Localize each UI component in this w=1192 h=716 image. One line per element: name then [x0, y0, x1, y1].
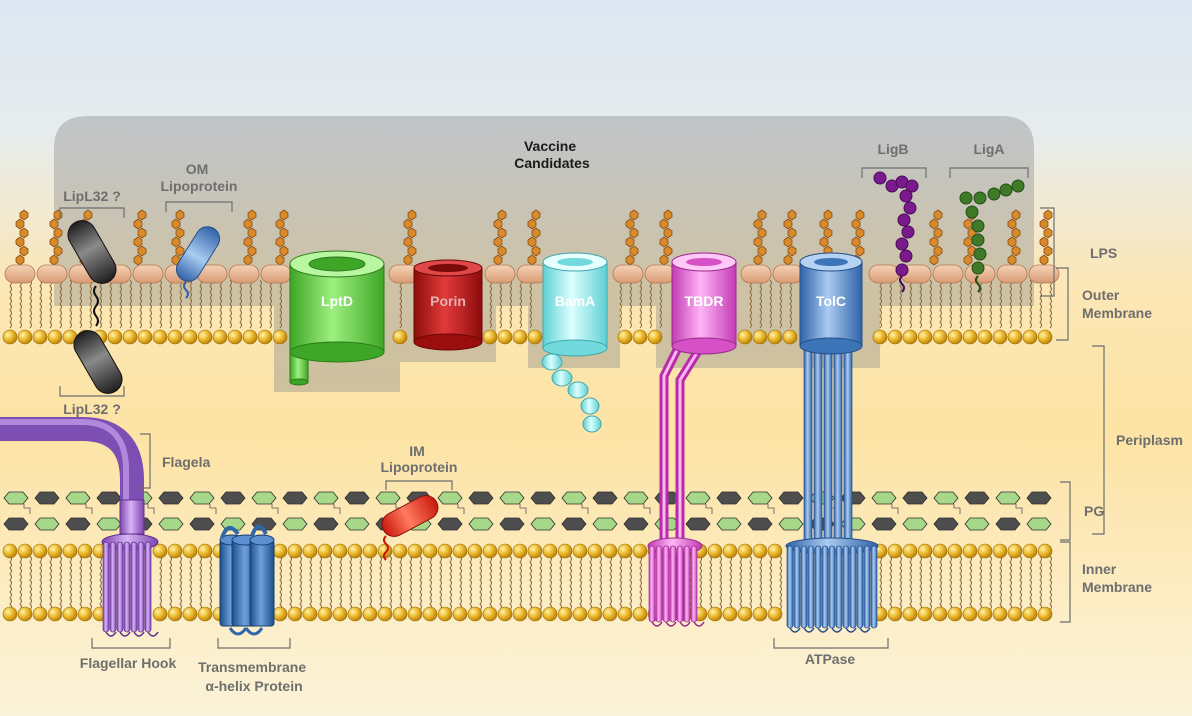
liga-label: LigA: [973, 141, 1004, 157]
ligb-protein: [873, 171, 919, 293]
transmembrane-alpha-helix-protein: [219, 524, 275, 636]
tolc-protein: TolC: [799, 252, 863, 547]
tbdr-protein: TBDR: [659, 252, 737, 620]
porin-label: Porin: [430, 293, 466, 309]
transmembrane-label: Transmembrane α-helix Protein: [198, 659, 310, 694]
flagellar-hook: [101, 533, 159, 637]
im-lipoprotein: [381, 495, 439, 561]
annotation-brackets: [59, 167, 1105, 649]
lipl32-bottom-label: LipL32 ?: [63, 401, 121, 417]
lipl32-protein-top: [67, 220, 117, 327]
lptd-label: LptD: [321, 293, 353, 309]
im-lipoprotein-label: IM Lipoprotein: [381, 443, 458, 475]
ligb-label: LigB: [877, 141, 908, 157]
outer-membrane-lipid-tails: [9, 279, 1052, 329]
bama-protein: BamA: [541, 252, 608, 433]
atpase-complex: [785, 537, 879, 633]
lps-sugar-chains: [15, 209, 1053, 266]
outer-membrane-layer-label: Outer Membrane: [1082, 287, 1152, 321]
om-lipoprotein-label: OM Lipoprotein: [161, 161, 238, 194]
vaccine-candidates-label: Vaccine Candidates: [514, 138, 590, 171]
om-lipoprotein: [175, 226, 221, 299]
atpase-label: ATPase: [805, 651, 856, 667]
porin-protein: Porin: [413, 259, 483, 351]
pg-layer-label: PG: [1084, 503, 1104, 519]
periplasm-layer-label: Periplasm: [1116, 432, 1183, 448]
lipl32-top-label: LipL32 ?: [63, 188, 121, 204]
lps-layer-label: LPS: [1090, 245, 1117, 261]
flagellar-hook-label: Flagellar Hook: [80, 655, 177, 671]
bama-label: BamA: [555, 293, 595, 309]
inner-membrane-layer-label: Inner Membrane: [1082, 561, 1152, 595]
tbdr-label: TBDR: [685, 293, 724, 309]
tbdr-inner-membrane-barrel: [647, 537, 705, 627]
liga-protein: [959, 179, 1025, 293]
flagela-label: Flagela: [162, 454, 210, 470]
flagellum: [0, 417, 145, 535]
lipl32-protein-bottom: [73, 330, 123, 394]
outer-membrane-inner-leaflet: [2, 329, 1053, 345]
tolc-label: TolC: [816, 293, 846, 309]
lptd-protein: LptD: [289, 250, 385, 386]
